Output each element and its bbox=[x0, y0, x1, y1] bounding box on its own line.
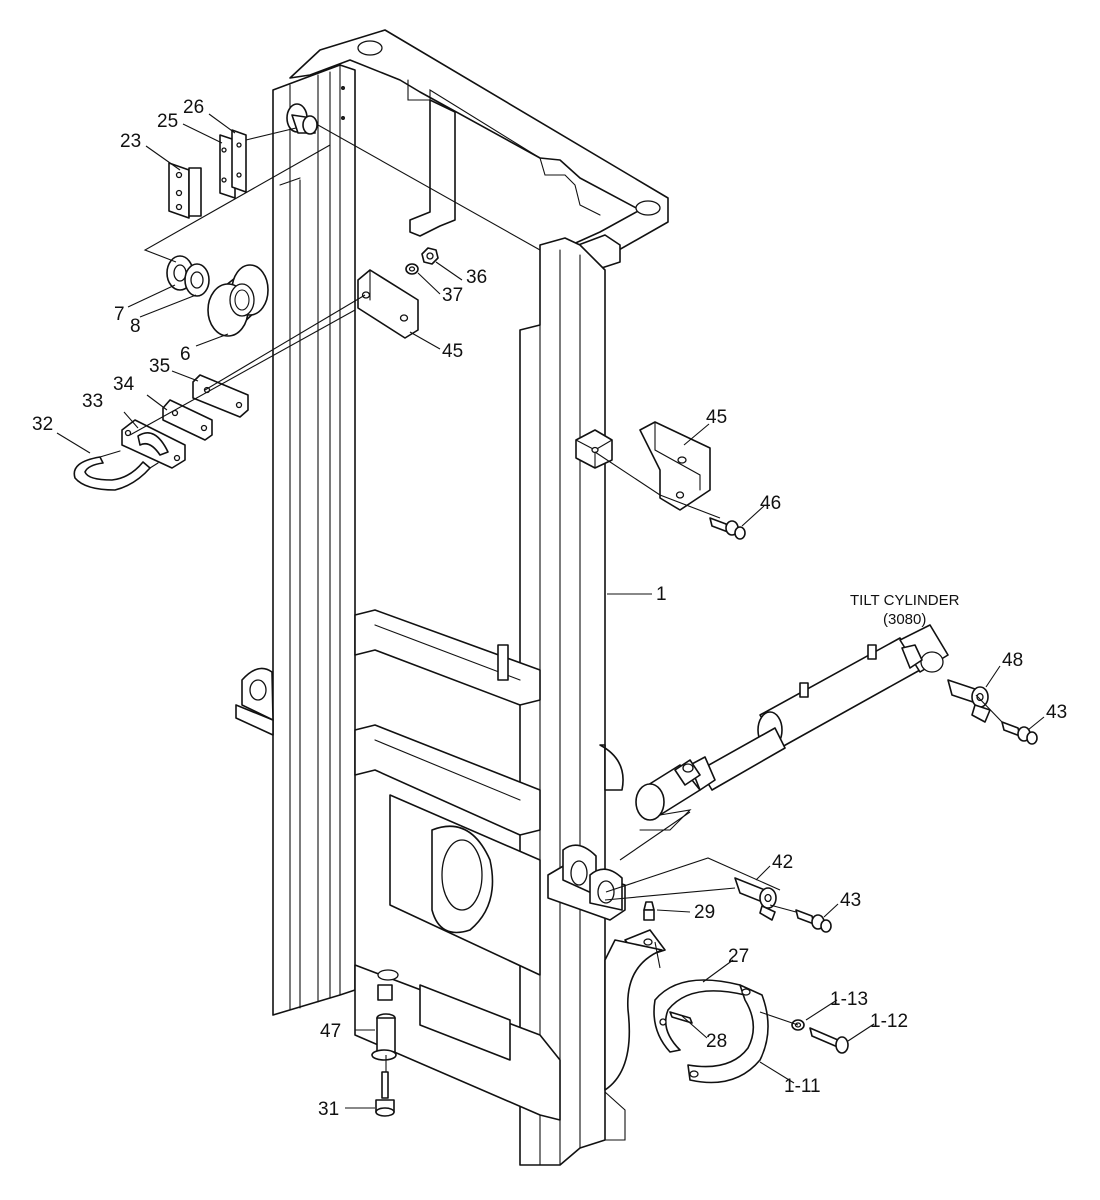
right-tilt-bracket bbox=[547, 844, 626, 921]
tilt-cylinder-ref: (3080) bbox=[883, 611, 926, 628]
callout-45-top: 45 bbox=[442, 341, 463, 362]
bracket-45-right bbox=[639, 421, 711, 511]
grease-nipple-29 bbox=[643, 901, 655, 921]
callout-6: 6 bbox=[180, 344, 191, 365]
callout-26: 26 bbox=[183, 97, 204, 118]
pin-48 bbox=[947, 679, 991, 723]
bolt-43-upper bbox=[1001, 721, 1038, 745]
pin-42 bbox=[734, 877, 777, 921]
shim-plate-26 bbox=[231, 129, 247, 193]
bolt-46 bbox=[709, 517, 746, 540]
right-mast-rail bbox=[519, 237, 606, 1166]
callout-43-top: 43 bbox=[1046, 702, 1067, 723]
callout-28: 28 bbox=[706, 1031, 727, 1052]
left-mast-rail bbox=[272, 64, 356, 1016]
callout-42: 42 bbox=[772, 852, 793, 873]
callout-47: 47 bbox=[320, 1021, 341, 1042]
callout-25: 25 bbox=[157, 111, 178, 132]
callout-29: 29 bbox=[694, 902, 715, 923]
tilt-cylinder bbox=[635, 624, 949, 831]
tilt-cylinder-title: TILT CYLINDER bbox=[850, 592, 960, 609]
callout-31: 31 bbox=[318, 1099, 339, 1120]
roller-stud bbox=[286, 103, 318, 135]
pin-47 bbox=[371, 1013, 397, 1061]
bearing-6 bbox=[207, 264, 269, 337]
plate-34 bbox=[162, 399, 213, 441]
callout-48: 48 bbox=[1002, 650, 1023, 671]
callout-7: 7 bbox=[114, 304, 125, 325]
callout-27: 27 bbox=[728, 946, 749, 967]
washer-8 bbox=[184, 263, 210, 297]
bottom-section bbox=[354, 794, 561, 1121]
u-bolt-32 bbox=[73, 450, 159, 491]
callout-1-13: 1-13 bbox=[830, 989, 868, 1010]
callout-43-bottom: 43 bbox=[840, 890, 861, 911]
callout-35: 35 bbox=[149, 356, 170, 377]
bolt-1-12 bbox=[809, 1027, 849, 1054]
middle-crossmember bbox=[354, 609, 624, 836]
lower-support-plate bbox=[604, 929, 666, 1141]
nut-36 bbox=[421, 247, 439, 265]
callout-46: 46 bbox=[760, 493, 781, 514]
left-tilt-bracket bbox=[235, 667, 274, 736]
callout-1: 1 bbox=[656, 584, 667, 605]
callout-23: 23 bbox=[120, 131, 141, 152]
callout-36: 36 bbox=[466, 267, 487, 288]
slide-bracket-23 bbox=[168, 162, 202, 219]
bracket-45-top bbox=[357, 269, 419, 339]
callout-8: 8 bbox=[130, 316, 141, 337]
callout-labels: 26 25 23 7 8 6 36 37 45 35 34 33 32 45 4… bbox=[32, 97, 1067, 1120]
top-crossmember bbox=[289, 29, 669, 276]
callout-1-12: 1-12 bbox=[870, 1011, 908, 1032]
callout-32: 32 bbox=[32, 414, 53, 435]
cap-1-11 bbox=[687, 984, 769, 1084]
callout-1-11: 1-11 bbox=[784, 1076, 821, 1097]
spacer-block bbox=[575, 429, 613, 469]
callout-45-right: 45 bbox=[706, 407, 727, 428]
bolt-31 bbox=[375, 1071, 395, 1117]
callout-34: 34 bbox=[113, 374, 135, 395]
callout-33: 33 bbox=[82, 391, 103, 412]
callout-37: 37 bbox=[442, 285, 463, 306]
callout-leaders bbox=[56, 113, 1045, 1109]
clamp-33 bbox=[121, 419, 186, 469]
washer-37 bbox=[405, 263, 419, 275]
bushing-27 bbox=[653, 979, 746, 1053]
bolt-43-lower bbox=[795, 909, 832, 933]
